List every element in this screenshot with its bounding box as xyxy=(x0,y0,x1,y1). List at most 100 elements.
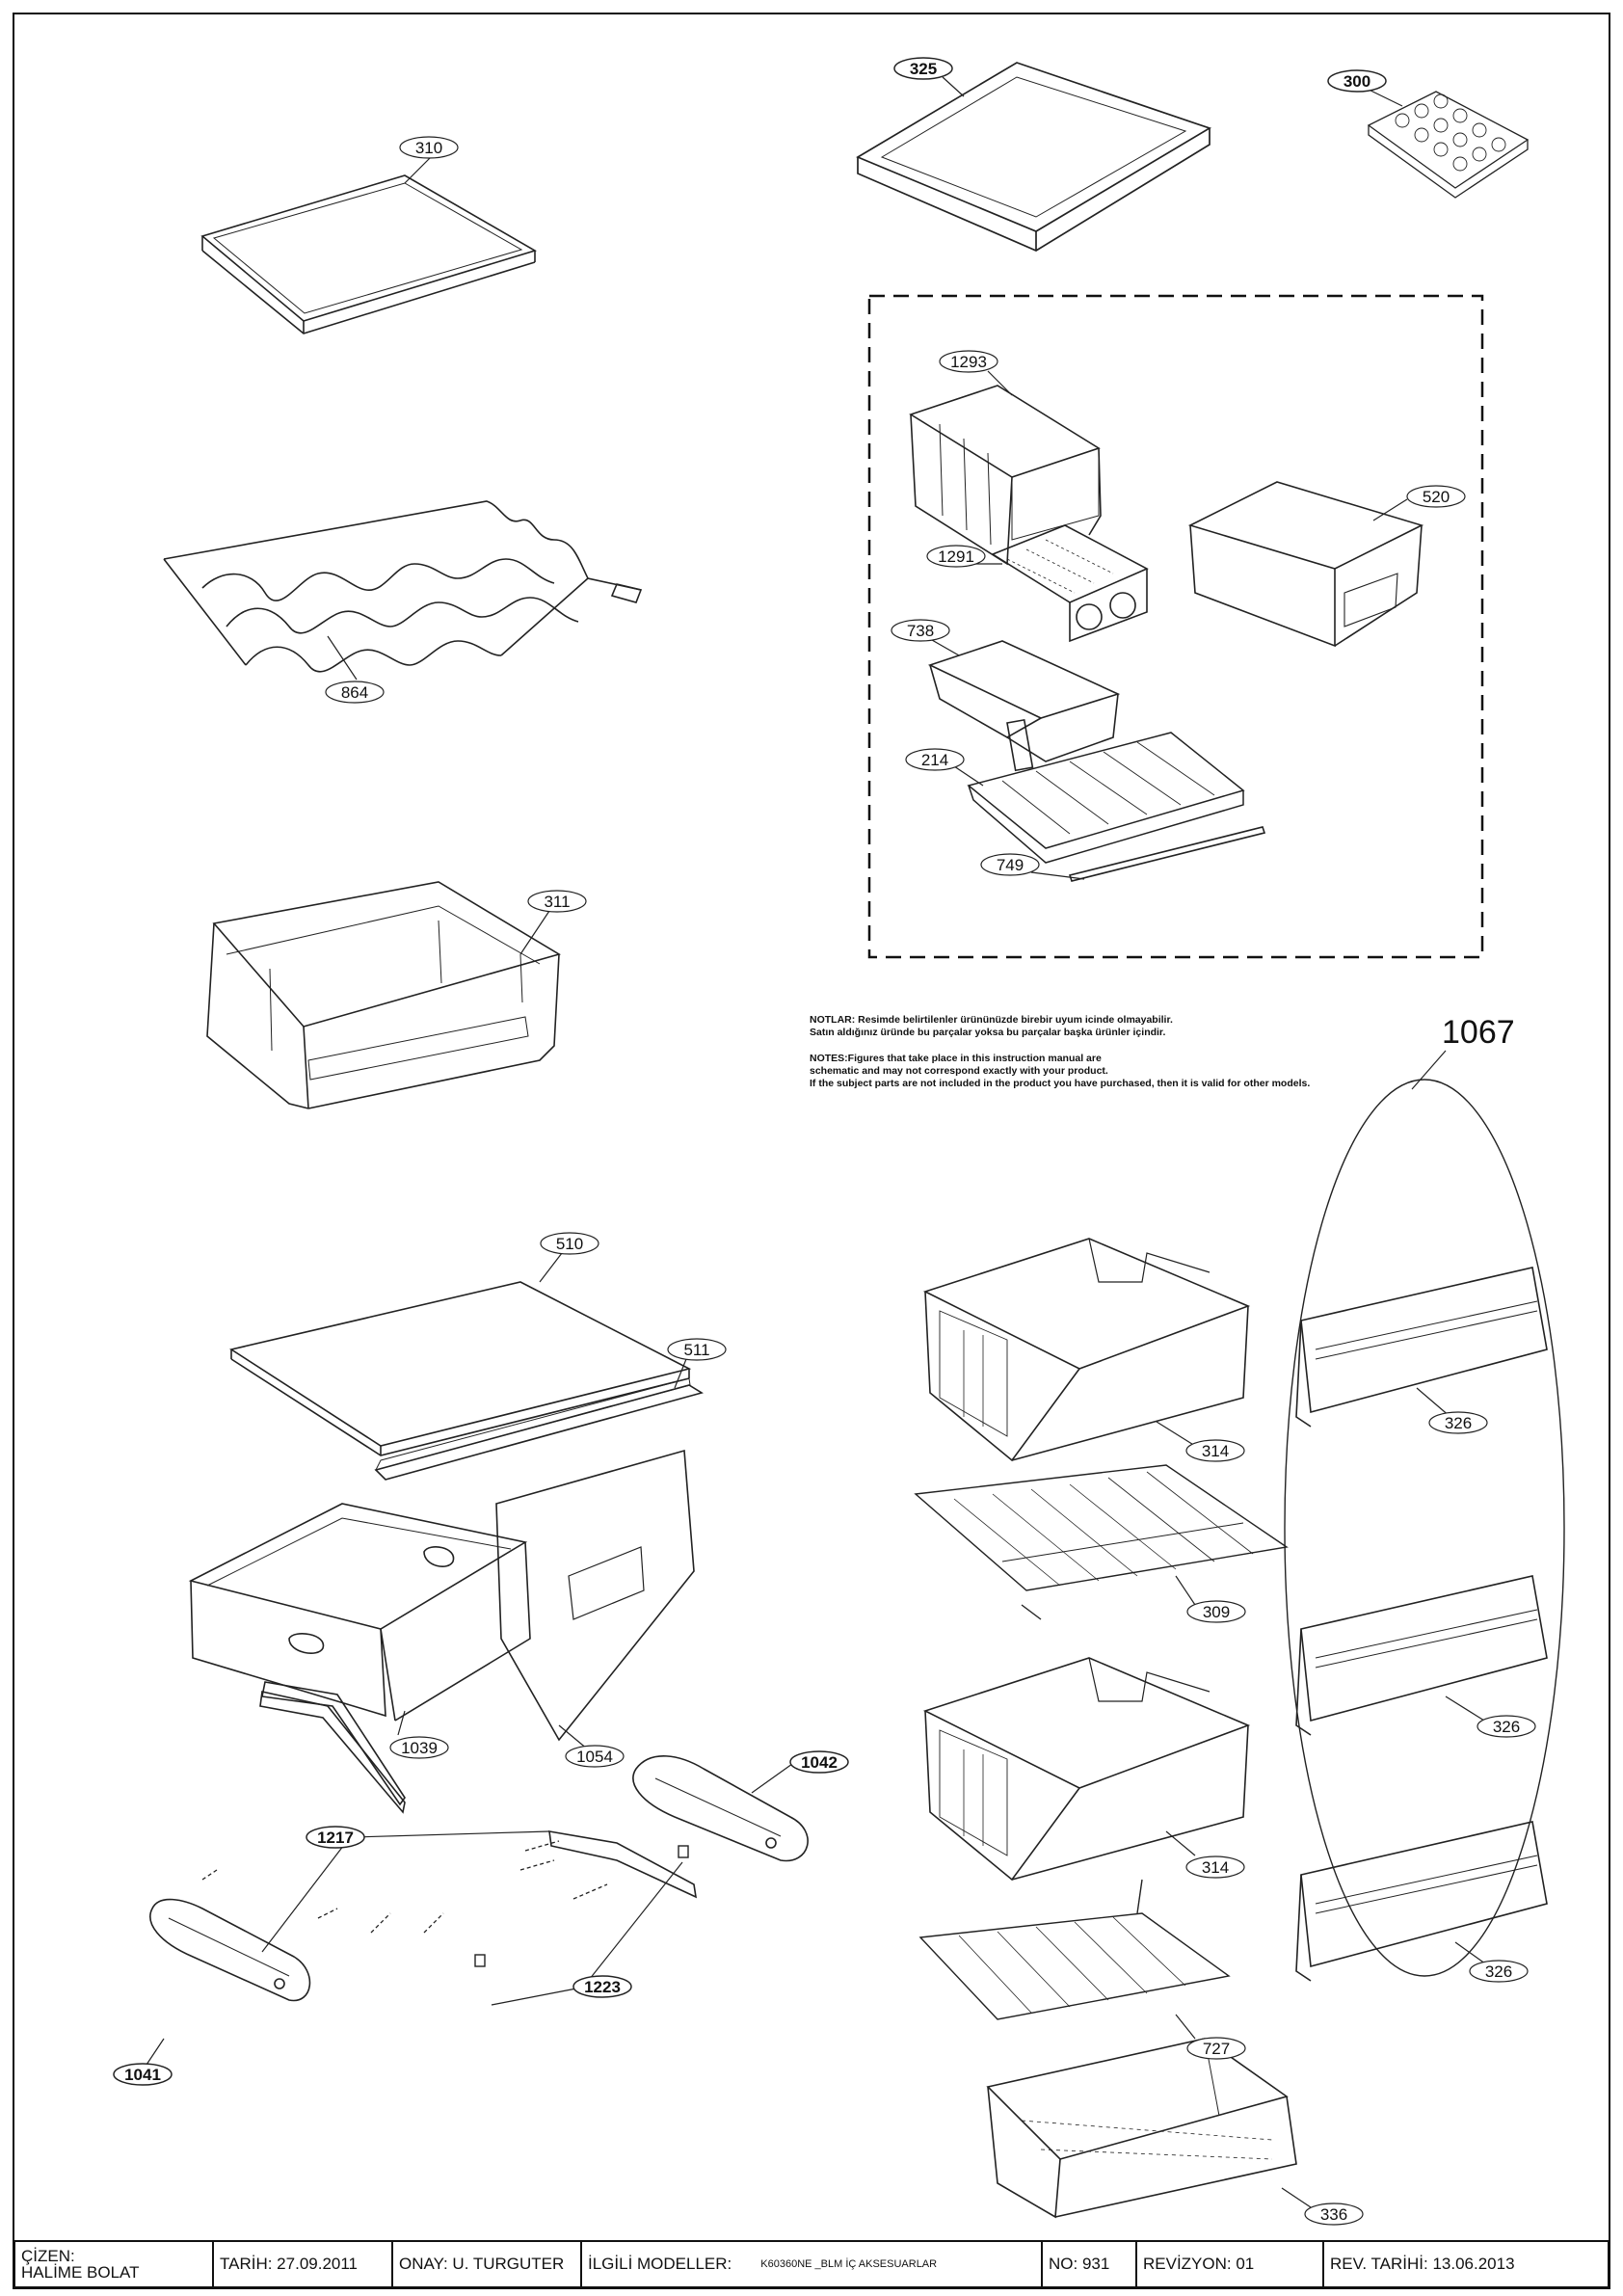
part-326-drawer-front-a xyxy=(1295,1267,1548,1428)
callout-520: 520 xyxy=(1406,485,1466,508)
callout-309: 309 xyxy=(1186,1600,1246,1623)
callout-300: 300 xyxy=(1327,69,1387,93)
drawn-by-label: ÇİZEN: xyxy=(21,2247,75,2265)
callout-label: 864 xyxy=(341,683,368,702)
part-214-grid-shelf xyxy=(967,732,1245,864)
group-label-1067: 1067 xyxy=(1442,1014,1515,1051)
notes-block: NOTLAR: Resimde belirtilenler ürününüzde… xyxy=(810,1014,1388,1090)
part-311-crisper-drawer xyxy=(206,881,561,1109)
models-value: K60360NE _BLM İÇ AKSESUARLAR xyxy=(760,2258,938,2270)
part-749-rod xyxy=(1068,826,1266,882)
part-520-storage-box xyxy=(1187,481,1424,648)
callout-label: 314 xyxy=(1202,1858,1229,1877)
part-309-wire-shelf xyxy=(914,1464,1289,1620)
callout-label: 326 xyxy=(1485,1962,1512,1981)
date-cell: TARİH: 27.09.2011 xyxy=(214,2242,393,2286)
callout-label: 326 xyxy=(1445,1414,1472,1432)
rev-date-cell: REV. TARİHİ: 13.06.2013 xyxy=(1330,2255,1515,2273)
part-1291-ice-maker xyxy=(991,524,1149,643)
callout-label: 727 xyxy=(1203,2040,1230,2058)
part-300-ice-tray xyxy=(1367,91,1530,199)
number-cell: NO: 931 xyxy=(1043,2242,1137,2286)
callout-label: 311 xyxy=(544,893,570,911)
callout-1054: 1054 xyxy=(565,1745,625,1768)
callout-310: 310 xyxy=(399,136,459,159)
part-1039-drawer-body xyxy=(188,1503,531,1722)
callout-1039: 1039 xyxy=(389,1736,449,1759)
callout-510: 510 xyxy=(540,1232,599,1255)
callout-1042: 1042 xyxy=(789,1750,849,1774)
callout-1293: 1293 xyxy=(939,350,998,373)
callout-label: 326 xyxy=(1493,1718,1520,1736)
group-1067-ellipse xyxy=(1284,1079,1565,1977)
callout-314a: 314 xyxy=(1185,1439,1245,1462)
part-1217-rail-slides xyxy=(259,1681,698,1899)
callout-label: 310 xyxy=(415,139,442,157)
ice-cube-cells xyxy=(1395,93,1506,172)
callout-label: 738 xyxy=(907,622,934,640)
callout-749: 749 xyxy=(980,853,1040,876)
title-block: ÇİZEN: HALİME BOLAT TARİH: 27.09.2011 ON… xyxy=(13,2240,1610,2288)
revision-cell: REVİZYON: 01 xyxy=(1137,2242,1324,2286)
approval-cell: ONAY: U. TURGUTER xyxy=(393,2242,582,2286)
part-1042-right-slide xyxy=(632,1755,809,1862)
callout-311: 311 xyxy=(527,890,587,913)
drawing-frame xyxy=(13,13,1610,2289)
part-336-bottom-basket xyxy=(986,2038,1297,2219)
notes-en-line-2: schematic and may not correspond exactly… xyxy=(810,1065,1108,1077)
callout-864: 864 xyxy=(325,681,385,704)
callout-314b: 314 xyxy=(1185,1855,1245,1879)
callout-label: 1042 xyxy=(801,1753,838,1772)
part-864-wine-rack xyxy=(163,500,643,673)
callout-label: 1217 xyxy=(317,1829,354,1847)
models-label: İLGİLİ MODELLER: xyxy=(588,2255,732,2273)
callout-label: 1041 xyxy=(124,2066,161,2084)
callout-326a: 326 xyxy=(1428,1411,1488,1434)
callout-214: 214 xyxy=(905,748,965,771)
notes-en-line-3: If the subject parts are not included in… xyxy=(810,1078,1311,1089)
callout-336: 336 xyxy=(1304,2203,1364,2226)
callout-1217: 1217 xyxy=(306,1826,365,1849)
callout-label: 520 xyxy=(1423,488,1450,506)
callout-label: 1293 xyxy=(950,353,987,371)
callout-1041: 1041 xyxy=(113,2063,173,2086)
callout-727: 727 xyxy=(1186,2037,1246,2060)
leader-1067 xyxy=(1411,1050,1447,1090)
part-738-ice-bin xyxy=(927,640,1121,772)
part-727-wire-shelf xyxy=(918,1879,1231,2020)
part-326-drawer-front-b xyxy=(1295,1575,1548,1736)
part-310-shelf xyxy=(200,174,537,334)
callout-label: 1054 xyxy=(576,1748,613,1766)
part-326-drawer-front-c xyxy=(1295,1821,1548,1982)
notes-tr-line-2: Satın aldığınız üründe bu parçalar yoksa… xyxy=(810,1027,1166,1038)
notes-tr-line-1: NOTLAR: Resimde belirtilenler ürününüzde… xyxy=(810,1014,1173,1026)
drawn-by-cell: ÇİZEN: HALİME BOLAT xyxy=(15,2242,214,2286)
callout-738: 738 xyxy=(891,619,950,642)
callout-label: 336 xyxy=(1320,2205,1347,2224)
callout-label: 325 xyxy=(910,60,937,78)
leader-lines xyxy=(144,76,1490,2208)
callout-label: 511 xyxy=(683,1341,709,1359)
part-314-freezer-basket-b xyxy=(922,1657,1251,1882)
callout-325: 325 xyxy=(893,57,953,80)
callout-511: 511 xyxy=(667,1338,727,1361)
callout-1291: 1291 xyxy=(926,545,986,568)
part-1054-front-panel xyxy=(495,1449,695,1742)
drawn-by-value: HALİME BOLAT xyxy=(21,2263,140,2282)
part-325-tray xyxy=(856,62,1212,252)
part-1223-stop-block xyxy=(474,1845,689,1967)
screw-arrows xyxy=(201,1840,608,1934)
part-1041-left-slide xyxy=(149,1898,311,2002)
callout-label: 510 xyxy=(556,1235,583,1253)
callout-326c: 326 xyxy=(1469,1960,1529,1983)
part-1293-ice-housing xyxy=(909,385,1102,566)
callout-label: 1291 xyxy=(938,547,974,566)
callout-label: 300 xyxy=(1344,72,1370,91)
models-cell: İLGİLİ MODELLER: K60360NE _BLM İÇ AKSESU… xyxy=(582,2242,1043,2286)
callout-label: 309 xyxy=(1203,1603,1230,1621)
callout-label: 314 xyxy=(1202,1442,1229,1460)
dashed-group-box xyxy=(867,294,1484,959)
callout-label: 749 xyxy=(997,856,1024,874)
part-511-trim-strip xyxy=(374,1377,704,1481)
